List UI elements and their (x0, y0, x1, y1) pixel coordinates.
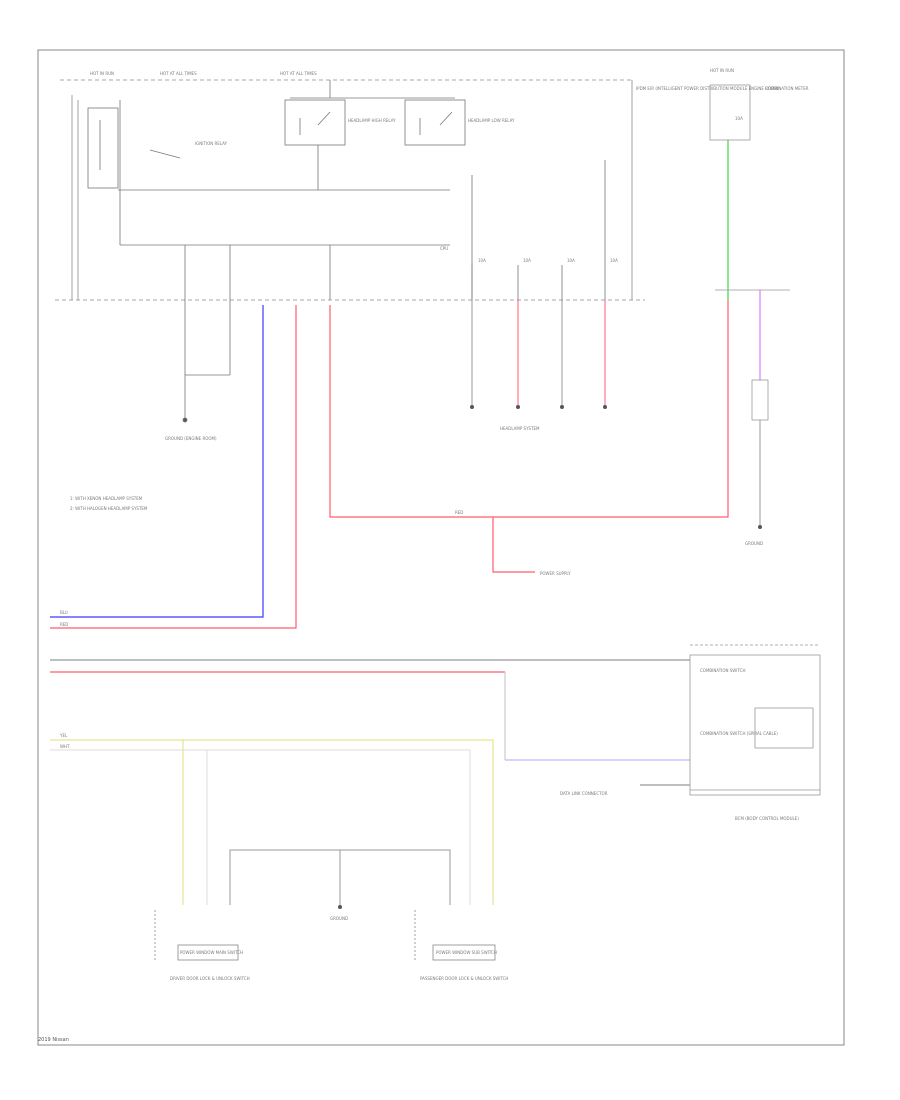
combo-switch-label: COMBINATION SWITCH (700, 668, 745, 673)
bcm-box (689, 644, 821, 796)
data-link-label: DATA LINK CONNECTOR (560, 791, 608, 796)
pass-box-label: POWER WINDOW SUB SWITCH (436, 950, 497, 955)
fuse-d-label: 10A (610, 258, 618, 263)
fuse-top-1-label: HOT IN RUN (90, 71, 114, 76)
footer-text: 2019 Nissan (38, 1037, 69, 1043)
fuse-top-2-label: HOT AT ALL TIMES (160, 71, 197, 76)
headlamp-system-label: HEADLAMP SYSTEM (500, 426, 540, 431)
pass-switch-label: PASSENGER DOOR LOCK & UNLOCK SWITCH (420, 976, 508, 981)
door-switch-wiring (50, 739, 494, 909)
note-1: 1: WITH XENON HEADLAMP SYSTEM (70, 496, 143, 501)
fuse-a-label: 10A (478, 258, 486, 263)
fuse-top-right-label: HOT IN RUN (710, 68, 734, 73)
left-ground-wires (182, 300, 231, 423)
meter-wiring (709, 84, 790, 529)
power-supply-label: POWER SUPPLY (540, 571, 571, 576)
note-2: 2: WITH HALOGEN HEADLAMP SYSTEM (70, 506, 148, 511)
wire-wht-label: WHT (60, 744, 70, 749)
fuse-c-label: 10A (567, 258, 575, 263)
fuse-top-3-label: HOT AT ALL TIMES (280, 71, 317, 76)
relay-hl2-label: HEADLAMP LOW RELAY (468, 118, 515, 123)
fuse-e-label: 10A (735, 116, 743, 121)
cpu-label: CPU (440, 246, 448, 251)
driver-box-label: POWER WINDOW MAIN SWITCH (180, 950, 243, 955)
combo-switch-sub-label: COMBINATION SWITCH (SPIRAL CABLE) (700, 731, 778, 736)
labels: HOT IN RUN HOT AT ALL TIMES HOT AT ALL T… (59, 68, 809, 981)
fuse-b-label: 10A (523, 258, 531, 263)
wire-red-label: RED (60, 622, 68, 627)
relay-ign-label: IGNITION RELAY (195, 141, 228, 146)
signal-wires (50, 300, 729, 786)
relay-hl1-label: HEADLAMP HIGH RELAY (348, 118, 396, 123)
headlamp-wires (470, 300, 607, 409)
ground-mid-label: GROUND (330, 916, 348, 921)
switch-boxes (154, 910, 496, 962)
bcm-label: BCM (BODY CONTROL MODULE) (735, 816, 799, 821)
relays (87, 80, 466, 246)
wire-yel-label: YEL (59, 733, 68, 738)
driver-switch-label: DRIVER DOOR LOCK & UNLOCK SWITCH (170, 976, 250, 981)
ipdm-box (55, 79, 645, 301)
ipdm-label: IPDM E/R (INTELLIGENT POWER DISTRIBUTION… (636, 86, 780, 91)
ground-left-label: GROUND (ENGINE ROOM) (165, 436, 217, 441)
wire-blu-label: BLU (60, 610, 68, 615)
meter-label: COMBINATION METER (765, 86, 809, 91)
wire-red-mid-label: RED (455, 510, 463, 515)
ground-right-label: GROUND (745, 541, 763, 546)
diagram-frame (37, 49, 845, 1046)
ipdm-fuses (184, 160, 606, 300)
